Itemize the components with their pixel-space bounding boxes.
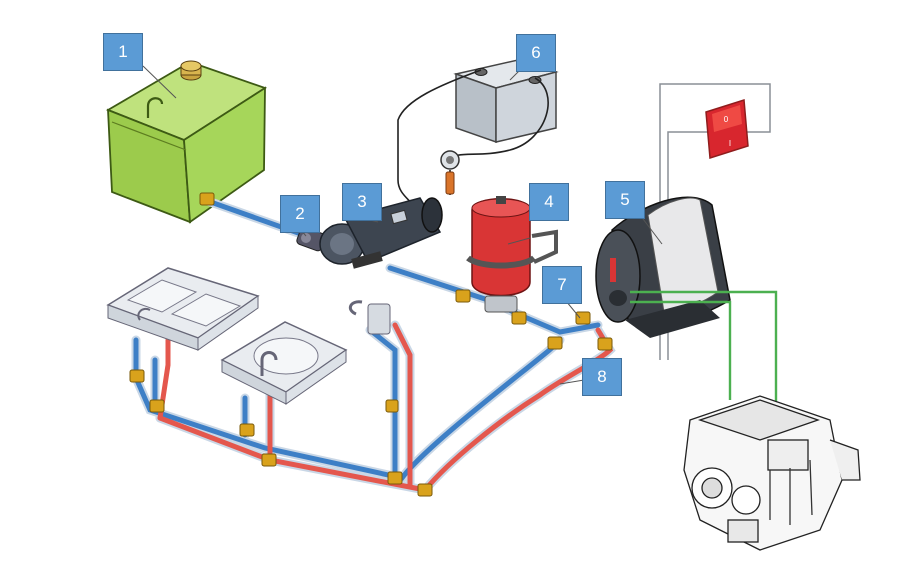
callout-4-accumulator: 4 bbox=[529, 183, 569, 221]
callout-5-water-heater: 5 bbox=[605, 181, 645, 219]
basin-sink bbox=[222, 322, 346, 404]
callout-7-valve: 7 bbox=[542, 266, 582, 304]
shower-mixer bbox=[350, 302, 390, 334]
callout-8-hot-water-line: 8 bbox=[582, 358, 622, 396]
switch-on-mark: 0 bbox=[724, 115, 729, 124]
water-tank bbox=[108, 61, 265, 222]
pressure-switch bbox=[441, 151, 459, 194]
callout-1-tank: 1 bbox=[103, 33, 143, 71]
switch-off-mark: I bbox=[729, 139, 731, 148]
engine bbox=[684, 396, 860, 550]
callout-6-battery: 6 bbox=[516, 34, 556, 72]
callout-2-strainer: 2 bbox=[280, 195, 320, 233]
callout-3-pump: 3 bbox=[342, 183, 382, 221]
battery bbox=[456, 60, 556, 142]
galley-sink bbox=[108, 268, 258, 350]
